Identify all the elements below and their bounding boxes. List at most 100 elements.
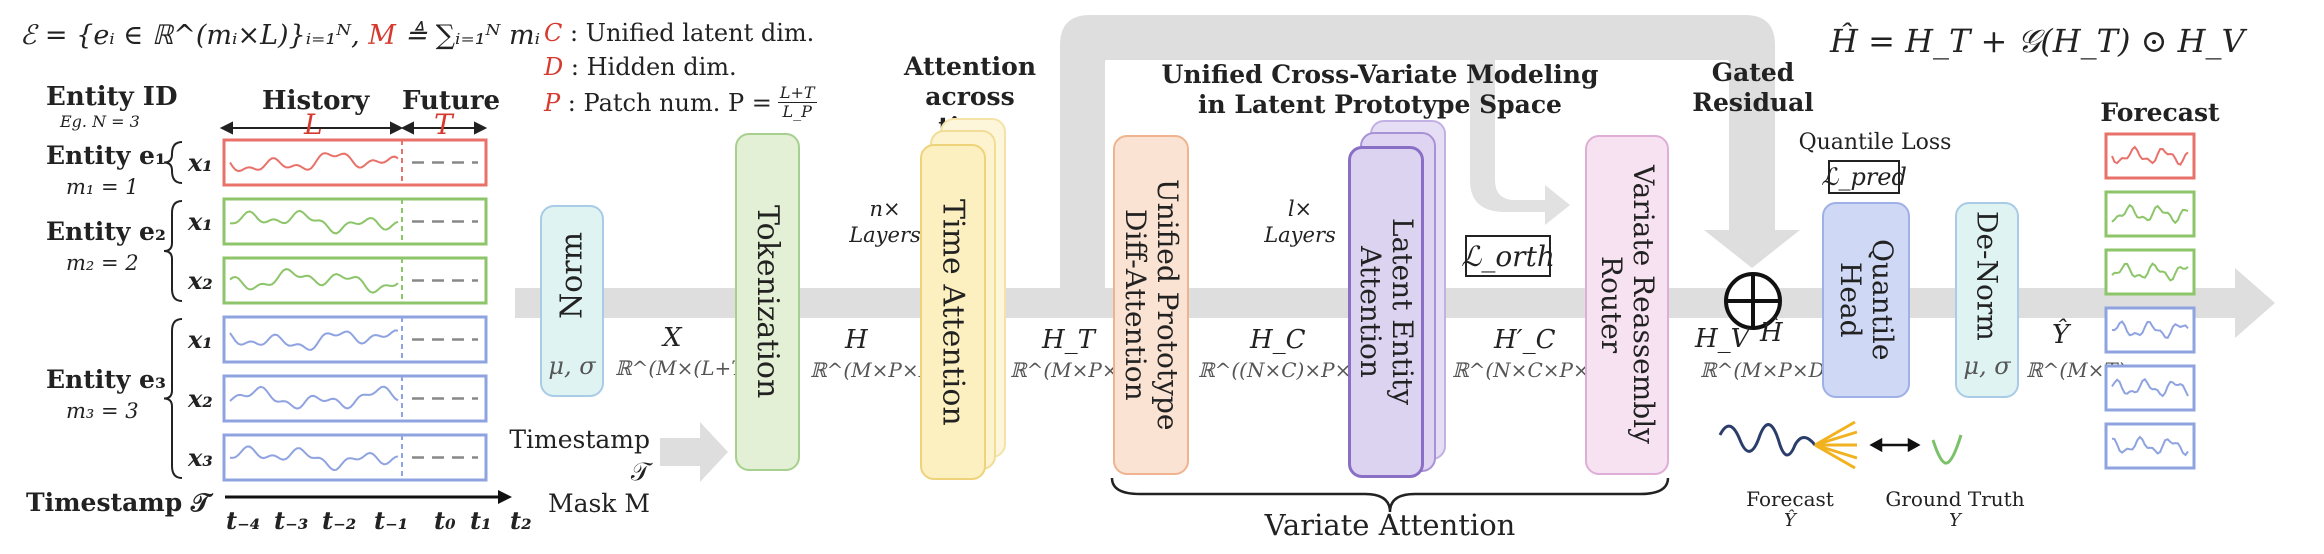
entity-m-count: m₂ = 2	[66, 251, 139, 275]
hc-label: H_C	[1250, 325, 1306, 355]
entity-panel	[219, 121, 512, 504]
variate-attention-label: Variate Attention	[1264, 508, 1516, 542]
denorm-label: De-Norm	[1970, 210, 2004, 341]
entity-name: Entity e₁	[46, 140, 166, 170]
unified-cross-variate-title: Unified Cross-Variate Modeling in Latent…	[1161, 60, 1599, 119]
timestamp-tick: t₁	[470, 506, 492, 535]
variable-label: x₁	[188, 325, 213, 354]
timestamp-tick: t₋₁	[374, 506, 409, 535]
future-label: Future	[402, 86, 501, 116]
h-label: H	[845, 325, 868, 355]
forecast-bottom-label: Forecast Ŷ	[1746, 487, 1834, 531]
forecast-title: Forecast	[2100, 98, 2220, 127]
timestamp-arrow	[660, 422, 728, 482]
timestamp-tick: t₋₃	[274, 506, 309, 535]
entity-m-count: m₁ = 1	[66, 174, 139, 199]
latent-entity-attention-block	[1348, 146, 1424, 478]
entity-series-row	[222, 256, 488, 305]
variable-label: x₁	[188, 148, 213, 177]
m-sum-text: ≜ ∑ᵢ₌₁ᴺ mᵢ	[404, 20, 541, 51]
l-orth-box: ℒ_orth	[1461, 235, 1555, 277]
timestamp-mask-label: Timestamp 𝒯 Mask M	[509, 425, 650, 518]
quantile-head-label: Quantile Head	[1834, 239, 1899, 361]
time-attention-block	[920, 144, 986, 480]
entity-series-row	[222, 374, 488, 423]
forecast-stack	[2104, 132, 2196, 470]
norm-sub: μ, σ	[548, 352, 596, 380]
timestamp-label: Timestamp 𝒯	[26, 488, 211, 517]
forecast-output-row	[2104, 248, 2196, 296]
entity-m-count: m₃ = 3	[66, 398, 139, 423]
timestamp-axis	[225, 490, 512, 504]
entity-series-row	[222, 315, 488, 364]
gated-residual-sum-icon	[1724, 272, 1782, 330]
forecast-quantile-curve	[1718, 423, 1817, 457]
l-length-label: L	[304, 108, 323, 141]
unified-prototype-label: Unified Prototype Diff-Attention	[1119, 179, 1184, 431]
norm-label: Norm	[554, 231, 590, 319]
norm-block	[540, 205, 604, 397]
entity-series-row	[222, 197, 488, 246]
quantile-head-block	[1822, 202, 1910, 398]
hc-dim: ℝ^((N×C)×P×D)	[1198, 358, 1376, 382]
history-span-arrow	[219, 121, 488, 135]
h-hat-label: Ĥ	[1760, 318, 1783, 348]
quantile-illustration	[1718, 420, 1921, 470]
entity-name: Entity e₂	[46, 217, 166, 246]
timestamp-tick: t₋₂	[322, 506, 357, 535]
quantile-fan	[1814, 420, 1858, 470]
variable-label: x₂	[188, 384, 213, 413]
x-label: X	[663, 323, 682, 353]
denorm-sub: μ, σ	[1963, 352, 2011, 380]
tokenization-block	[735, 133, 800, 471]
timestamp-tick: t₀	[434, 506, 456, 535]
variable-label: x₃	[188, 443, 213, 472]
entity-brace	[163, 200, 183, 302]
legend: C : Unified latent dim. D : Hidden dim. …	[544, 16, 817, 121]
l-layers-label: l× Layers	[1264, 197, 1336, 247]
entity-brace	[163, 141, 183, 184]
time-attention-label: Time Attention	[935, 198, 971, 426]
entity-series-row	[222, 138, 488, 187]
entity-brace	[163, 318, 183, 479]
entity-name: Entity e₃	[46, 364, 166, 394]
gated-residual-title: Gated Residual	[1692, 58, 1814, 117]
hv-dim: ℝ^(M×P×D)	[1700, 358, 1833, 382]
t-length-label: T	[434, 108, 453, 141]
forecast-output-row	[2104, 364, 2196, 412]
entity-set-text: ℰ = {eᵢ ∈ ℝ^(mᵢ×L)}ᵢ₌₁ᴺ,	[20, 20, 360, 51]
latent-entity-attention-label: Latent Entity Attention	[1354, 218, 1419, 406]
unified-prototype-block	[1113, 135, 1189, 475]
forecast-output-row	[2104, 422, 2196, 470]
entity-id-example: Eg. N = 3	[60, 112, 140, 131]
variate-router-label: Variate Reassembly Router	[1595, 165, 1660, 445]
tokenization-label: Tokenization	[750, 205, 785, 399]
ground-truth-curve	[1931, 434, 1963, 465]
variable-label: x₁	[188, 207, 213, 236]
hc-prime-label: H′_C	[1494, 325, 1556, 355]
variable-label: x₂	[188, 266, 213, 295]
y-hat-label: Ŷ	[2052, 320, 2070, 350]
legend-d: D : Hidden dim.	[544, 53, 737, 81]
compare-arrow	[1869, 437, 1921, 453]
p-fraction: L+T L_P	[777, 83, 817, 121]
entity-series-row	[222, 433, 488, 482]
entity-id-title: Entity ID	[46, 82, 178, 112]
bypass-arrow	[1060, 15, 1800, 292]
history-label: History	[262, 86, 370, 116]
entity-set-formula: ℰ = {eᵢ ∈ ℝ^(mᵢ×L)}ᵢ₌₁ᴺ, M ≜ ∑ᵢ₌₁ᴺ mᵢ	[20, 20, 540, 51]
orth-branch-arrow	[1470, 60, 1570, 225]
legend-p: P : Patch num. P = L+T L_P	[544, 83, 817, 121]
m-symbol: M	[368, 20, 396, 51]
variate-router-block	[1585, 135, 1669, 475]
n-layers-label: n× Layers	[849, 197, 921, 247]
entity-rows	[163, 138, 488, 482]
ground-truth-label: Ground Truth Y	[1885, 487, 2025, 531]
denorm-block	[1955, 202, 2019, 398]
forecast-output-row	[2104, 132, 2196, 180]
quantile-loss-label: Quantile Loss	[1798, 130, 1952, 155]
forecast-output-row	[2104, 190, 2196, 238]
l-pred-box: ℒ_pred	[1821, 160, 1907, 194]
variate-attention-brace	[1110, 477, 1670, 513]
hv-label: H_V	[1695, 324, 1750, 354]
